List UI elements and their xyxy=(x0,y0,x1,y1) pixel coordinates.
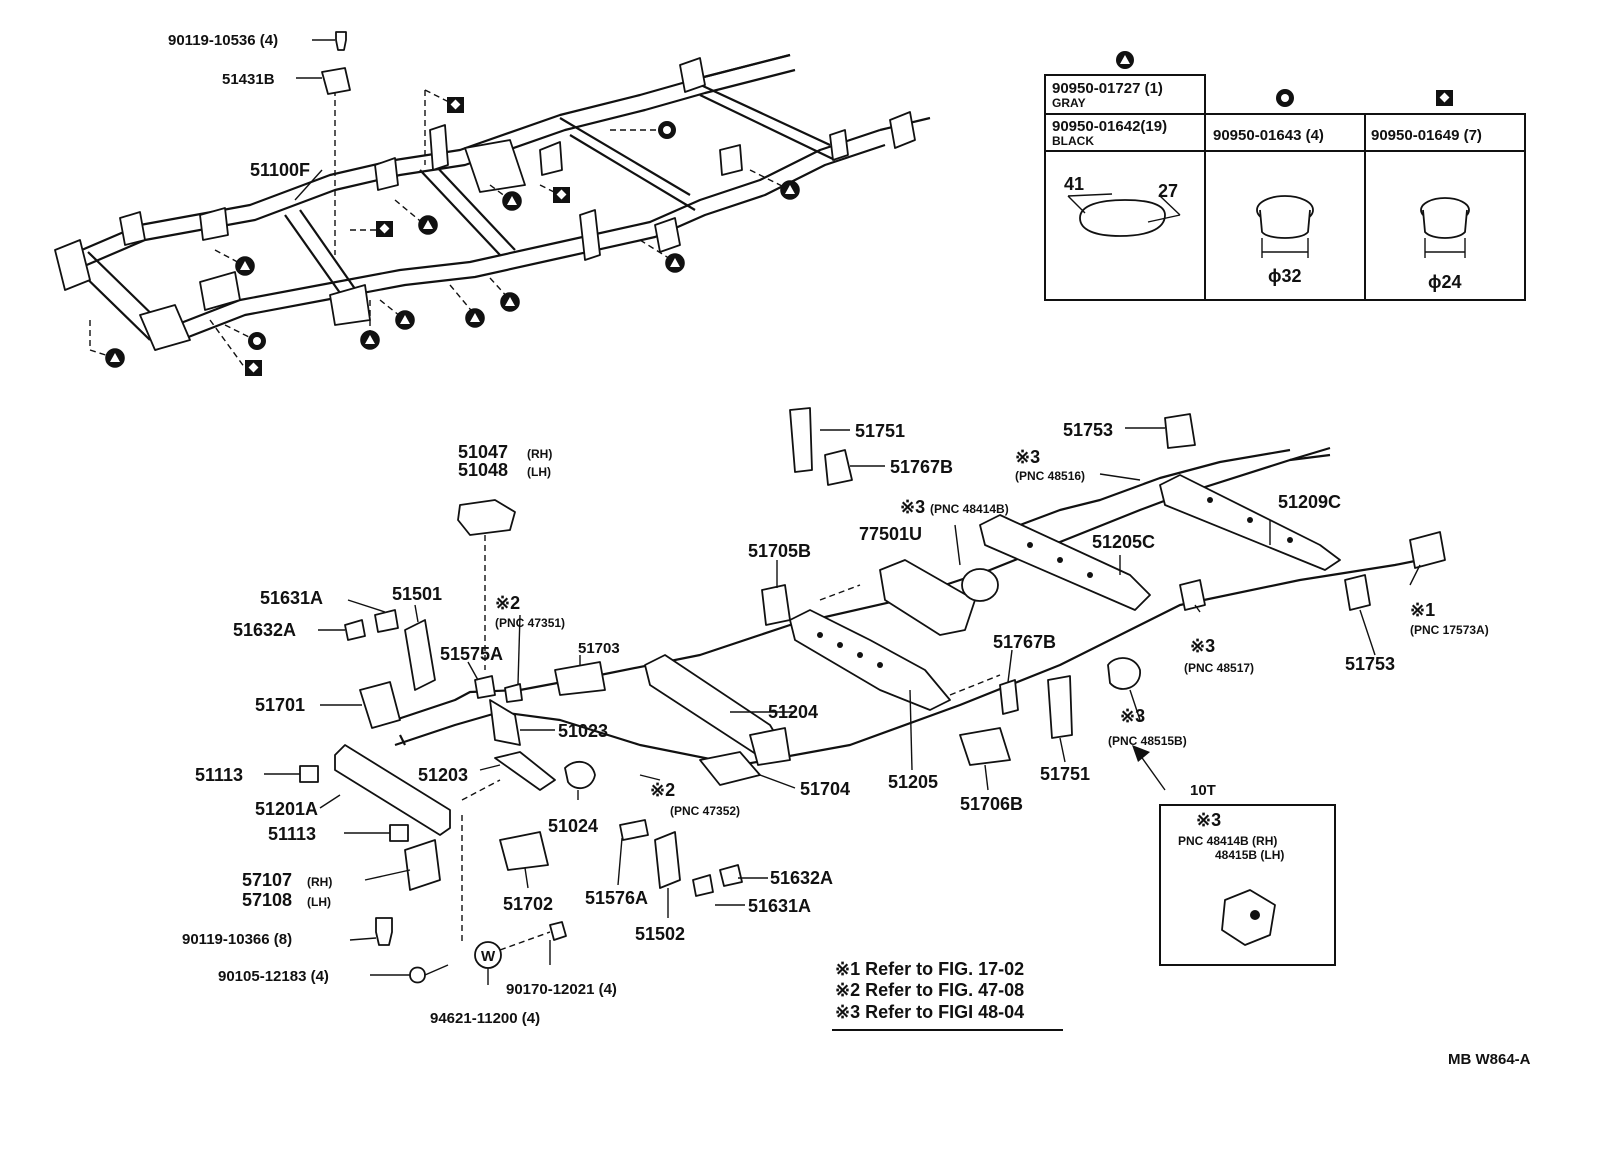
label-51631A-upper: 51631A xyxy=(260,588,323,608)
label-bolt-90119-10536: 90119-10536 (4) xyxy=(168,32,278,49)
label-51209C: 51209C xyxy=(1278,492,1341,512)
label-ref3-48516-mark: ※3 xyxy=(1015,447,1040,467)
label-pnc-17573A: (PNC 17573A) xyxy=(1410,623,1489,637)
label-51751-top: 51751 xyxy=(855,421,905,441)
legend-dim-41: 41 xyxy=(1064,174,1084,194)
label-51024: 51024 xyxy=(548,816,598,836)
label-ref3-48414B-mark: ※3 xyxy=(900,497,925,517)
label-51704: 51704 xyxy=(800,779,850,799)
label-51702: 51702 xyxy=(503,894,553,914)
label-bolt-90119-10366: 90119-10366 (8) xyxy=(182,931,292,948)
lower-leader-lines xyxy=(264,427,1421,985)
label-51751-right: 51751 xyxy=(1040,764,1090,784)
legend-part-90950-01649: 90950-01649 (7) xyxy=(1371,127,1482,144)
label-51501: 51501 xyxy=(392,584,442,604)
view-10T-mark: ※3 xyxy=(1196,810,1221,830)
view-10T-pnc-line1: PNC 48414B (RH) xyxy=(1178,834,1277,848)
label-51767B-right: 51767B xyxy=(993,632,1056,652)
legend-part-90950-01727: 90950-01727 (1) xyxy=(1052,80,1163,97)
label-51701: 51701 xyxy=(255,695,305,715)
label-57107-rh: (RH) xyxy=(307,875,332,889)
label-bolt-90105-12183: 90105-12183 (4) xyxy=(218,968,329,985)
upper-plug-callouts xyxy=(89,31,800,376)
label-51205: 51205 xyxy=(888,772,938,792)
view-10T-box xyxy=(1159,804,1336,966)
view-10T-pnc-line2: 48415B (LH) xyxy=(1215,848,1284,862)
label-51100F: 51100F xyxy=(250,160,310,180)
label-pnc-47352: (PNC 47352) xyxy=(670,804,740,818)
lower-exploded-frame xyxy=(299,407,1446,984)
label-51632A-lower: 51632A xyxy=(770,868,833,888)
legend-dim-32: ϕ32 xyxy=(1268,266,1302,286)
label-51048: 51048 xyxy=(458,460,508,480)
label-pnc-47351: (PNC 47351) xyxy=(495,616,565,630)
legend-color-black: BLACK xyxy=(1052,134,1094,148)
label-51431B: 51431B xyxy=(222,71,275,88)
label-57108: 57108 xyxy=(242,890,292,910)
label-nut-90170-12021: 90170-12021 (4) xyxy=(506,981,617,998)
label-51023: 51023 xyxy=(558,721,608,741)
legend-part-90950-01643: 90950-01643 (4) xyxy=(1213,127,1324,144)
label-51113-lower: 51113 xyxy=(268,824,316,844)
plug-legend-table xyxy=(1044,51,1526,301)
legend-part-90950-01642: 90950-01642(19) xyxy=(1052,118,1167,135)
upper-frame-assembly xyxy=(54,53,931,352)
label-51703: 51703 xyxy=(578,640,620,657)
washer-mark-W: W xyxy=(481,948,496,965)
label-ref3-48517-mark: ※3 xyxy=(1190,636,1215,656)
label-51048-lh: (LH) xyxy=(527,465,551,479)
label-pnc-48517: (PNC 48517) xyxy=(1184,661,1254,675)
label-51201A: 51201A xyxy=(255,799,318,819)
label-51047-rh: (RH) xyxy=(527,447,552,461)
label-51047: 51047 xyxy=(458,442,508,462)
label-51204: 51204 xyxy=(768,702,818,722)
label-51502: 51502 xyxy=(635,924,685,944)
label-pnc-48515B: (PNC 48515B) xyxy=(1108,734,1187,748)
label-51575A: 51575A xyxy=(440,644,503,664)
label-51113-upper: 51113 xyxy=(195,765,243,785)
label-ref2-47352-mark: ※2 xyxy=(650,780,675,800)
label-57108-lh: (LH) xyxy=(307,895,331,909)
legend-color-gray: GRAY xyxy=(1052,96,1086,110)
label-51203: 51203 xyxy=(418,765,468,785)
drawing-code: MB W864-A xyxy=(1448,1051,1531,1068)
view-10T-label: 10T xyxy=(1190,782,1216,799)
label-51706B: 51706B xyxy=(960,794,1023,814)
label-ref3-48515B-mark: ※3 xyxy=(1120,706,1145,726)
legend-dim-27: 27 xyxy=(1158,181,1178,201)
label-51205C: 51205C xyxy=(1092,532,1155,552)
label-77501U: 77501U xyxy=(859,524,922,544)
label-pnc-48516: (PNC 48516) xyxy=(1015,469,1085,483)
label-57107: 57107 xyxy=(242,870,292,890)
label-51632A-upper: 51632A xyxy=(233,620,296,640)
label-51767B-top: 51767B xyxy=(890,457,953,477)
footnote-ref1: ※1 Refer to FIG. 17-02 xyxy=(835,959,1024,979)
label-washer-94621-11200: 94621-11200 (4) xyxy=(430,1010,540,1027)
label-pnc-48414B: (PNC 48414B) xyxy=(930,502,1009,516)
footnote-ref2: ※2 Refer to FIG. 47-08 xyxy=(835,980,1024,1000)
label-ref1-mark: ※1 xyxy=(1410,600,1435,620)
legend-dim-24: ϕ24 xyxy=(1428,272,1462,292)
label-51753-top: 51753 xyxy=(1063,420,1113,440)
footnote-ref3: ※3 Refer to FIGI 48-04 xyxy=(835,1002,1024,1022)
label-51631A-lower: 51631A xyxy=(748,896,811,916)
label-ref2-47351-mark: ※2 xyxy=(495,593,520,613)
label-51705B: 51705B xyxy=(748,541,811,561)
label-51576A: 51576A xyxy=(585,888,648,908)
label-51753-right: 51753 xyxy=(1345,654,1395,674)
